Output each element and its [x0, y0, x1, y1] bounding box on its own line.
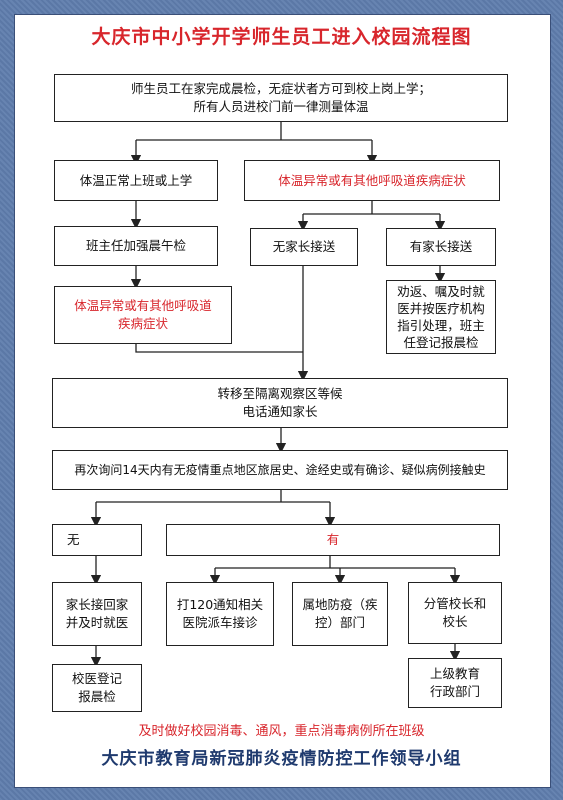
node-abnormal-again: 体温异常或有其他呼吸道 疾病症状: [54, 286, 232, 344]
node-teacher-check: 班主任加强晨午检: [54, 226, 218, 266]
node-has-parent: 有家长接送: [386, 228, 496, 266]
node-edu-department: 上级教育 行政部门: [408, 658, 502, 708]
node-home-check: 师生员工在家完成晨检，无症状者方可到校上岗上学； 所有人员进校门前一律测量体温: [54, 74, 508, 122]
node-none: 无: [52, 524, 142, 556]
node-yes: 有: [166, 524, 500, 556]
node-doctor-register: 校医登记 报晨检: [52, 664, 142, 712]
node-parent-pickup: 家长接回家 并及时就医: [52, 582, 142, 646]
node-no-parent: 无家长接送: [250, 228, 358, 266]
node-local-cdc: 属地防疫（疾 控）部门: [292, 582, 388, 646]
page-title: 大庆市中小学开学师生员工进入校园流程图: [91, 26, 472, 48]
footer-organization: 大庆市教育局新冠肺炎疫情防控工作领导小组: [101, 749, 462, 769]
node-advise-return: 劝返、嘱及时就 医并按医疗机构 指引处理，班主 任登记报晨检: [386, 280, 496, 354]
node-temp-normal: 体温正常上班或上学: [54, 160, 218, 201]
node-isolation: 转移至隔离观察区等候 电话通知家长: [52, 378, 508, 428]
node-call-120: 打120通知相关 医院派车接诊: [166, 582, 274, 646]
node-principal: 分管校长和 校长: [408, 582, 502, 644]
node-inquire-history: 再次询问14天内有无疫情重点地区旅居史、途经史或有确诊、疑似病例接触史: [52, 450, 508, 490]
node-temp-abnormal: 体温异常或有其他呼吸道疾病症状: [244, 160, 500, 201]
footer-disinfection-note: 及时做好校园消毒、通风，重点消毒病例所在班级: [138, 724, 425, 739]
